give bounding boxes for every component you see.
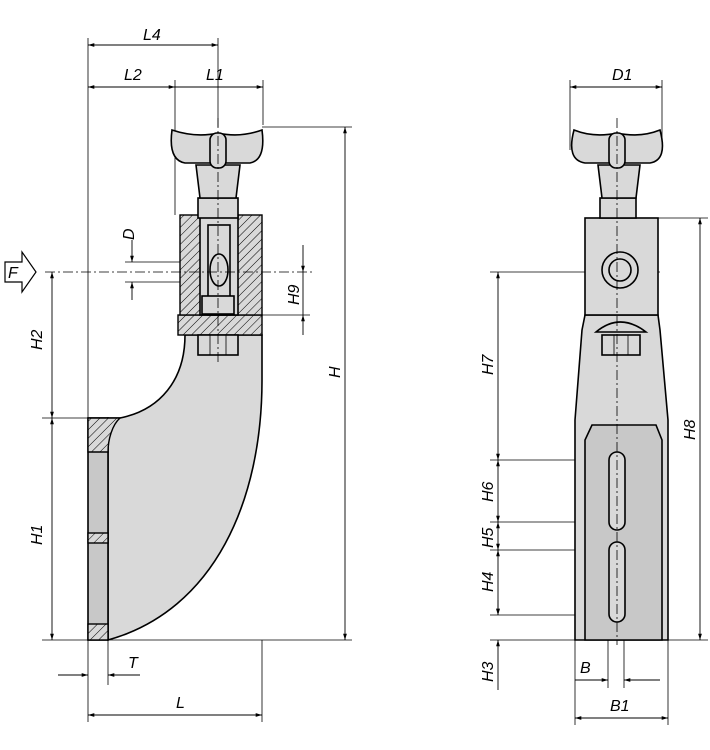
label-H1: H1 (29, 525, 46, 545)
front-view: D1 H7 H6 H5 H4 H3 H8 B B1 (480, 67, 708, 725)
label-H6: H6 (480, 481, 497, 502)
force-arrow-icon (4, 250, 37, 294)
label-H: H (327, 366, 344, 378)
label-H4: H4 (480, 571, 497, 592)
label-L4: L4 (143, 27, 161, 44)
label-H8: H8 (682, 419, 699, 440)
label-B1: B1 (610, 698, 630, 715)
label-L1: L1 (206, 67, 224, 84)
label-D1: D1 (612, 67, 632, 84)
label-H9: H9 (286, 284, 303, 305)
label-H5: H5 (480, 527, 497, 548)
base-plate (177, 314, 263, 336)
label-H3: H3 (480, 661, 497, 682)
label-L2: L2 (124, 67, 142, 84)
label-H7: H7 (480, 353, 497, 375)
clamp-arm (107, 334, 263, 642)
label-F: F (8, 265, 19, 282)
label-B: B (580, 660, 591, 677)
label-D: D (121, 228, 138, 240)
label-H2: H2 (29, 329, 46, 350)
side-view: F L4 L2 L1 D H9 H H2 H1 T L (4, 27, 352, 722)
label-L: L (176, 695, 185, 712)
label-T: T (128, 655, 139, 672)
